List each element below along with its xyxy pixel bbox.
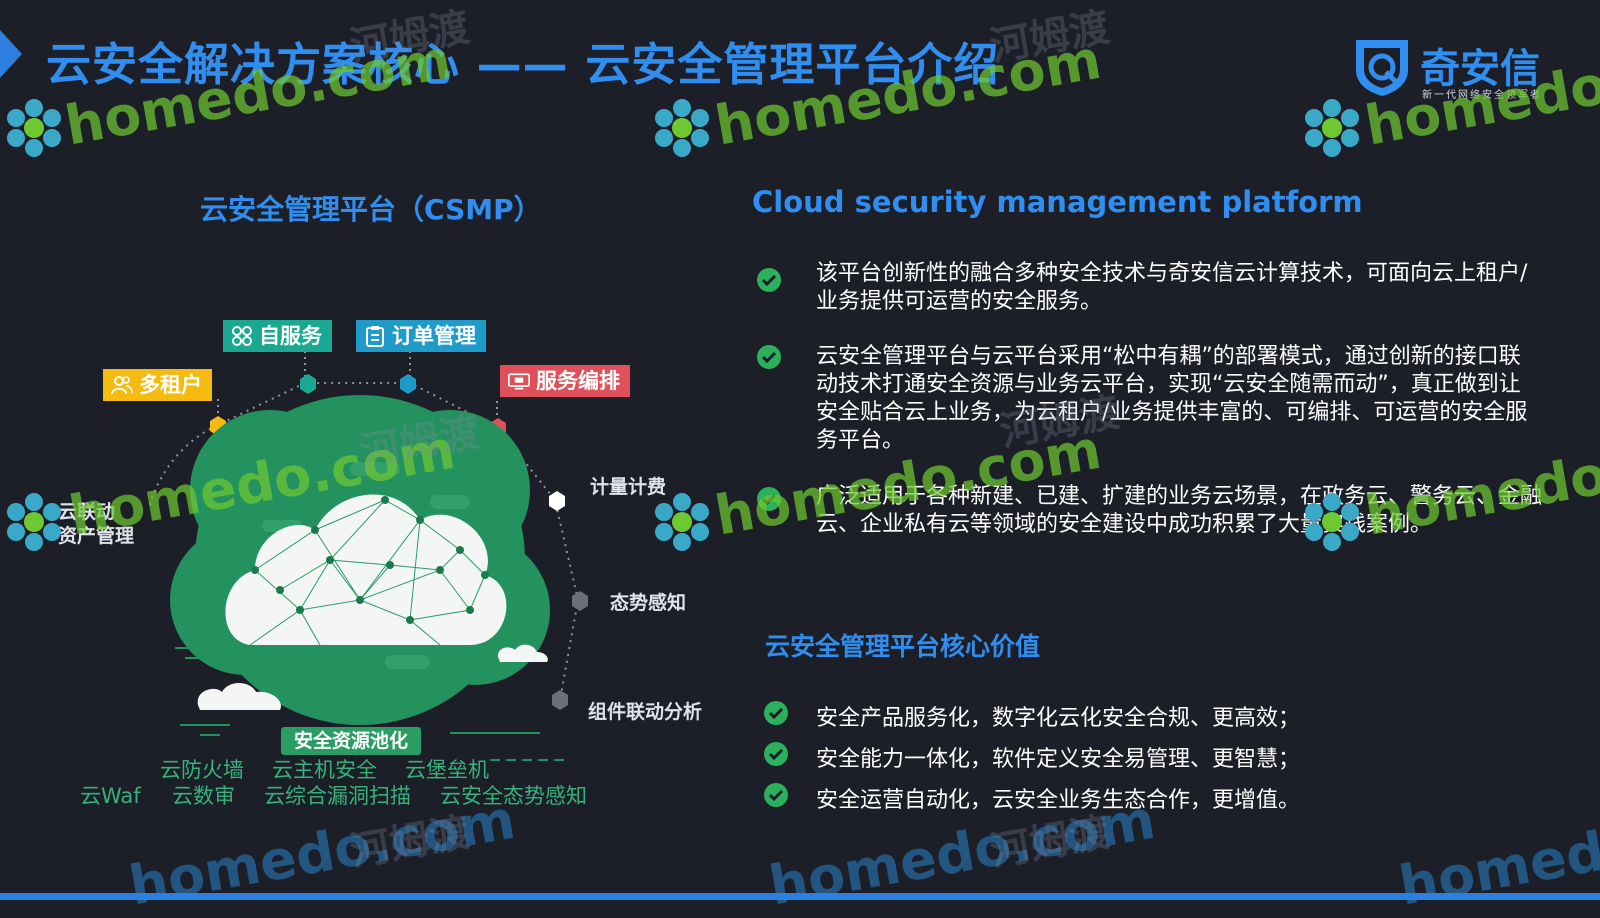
flower-icon — [1305, 493, 1359, 551]
platform-diagram — [149, 352, 588, 761]
core-value-title: 云安全管理平台核心价值 — [765, 632, 1041, 661]
english-title: Cloud security management platform — [752, 185, 1363, 219]
logo-slogan: 新一代网络安全领军者 — [1422, 90, 1542, 101]
node-order — [400, 374, 416, 394]
tag-tenant: 多租户 — [103, 369, 212, 401]
check-circle-icon — [757, 345, 781, 369]
tag-self-service: 自服务 — [223, 320, 332, 352]
shield-logo-icon — [1356, 40, 1408, 96]
title-arrow-icon — [0, 30, 22, 78]
label-situation: 态势感知 — [610, 592, 687, 614]
check-circle-icon — [757, 487, 781, 511]
csmp-title: 云安全管理平台（CSMP） — [200, 193, 542, 226]
product-vuln-scan: 云综合漏洞扫描 — [264, 784, 411, 808]
product-waf: 云Waf — [80, 784, 141, 808]
check-circle-icon — [757, 268, 781, 292]
core-value-2: 安全能力一体化，软件定义安全易管理、更智慧； — [816, 747, 1301, 772]
product-db-audit: 云数审 — [172, 784, 235, 808]
tag-order-label: 订单管理 — [392, 324, 476, 348]
label-linkage: 组件联动分析 — [588, 701, 703, 723]
label-asset-management: 云联动 资产管理 — [58, 501, 135, 547]
product-cloud-firewall: 云防火墙 — [160, 758, 244, 782]
orbit-path — [149, 382, 580, 701]
flower-icon — [655, 99, 709, 157]
monitor-icon — [508, 373, 530, 390]
bottom-accent-bar — [0, 893, 1600, 900]
user-group-icon — [111, 376, 133, 395]
product-situation-awareness: 云安全态势感知 — [440, 784, 587, 808]
flower-icon — [655, 493, 709, 551]
small-cloud-icon — [497, 644, 548, 662]
flower-icon — [7, 493, 61, 551]
watermark-cn: 河姆渡 — [986, 4, 1113, 71]
check-circle-icon — [764, 783, 788, 807]
paragraph-2: 云安全管理平台与云平台采用“松中有耦”的部署模式，通过创新的接口联动技术打通安全… — [816, 344, 1528, 453]
product-host-security: 云主机安全 — [272, 758, 377, 782]
clipboard-icon — [366, 326, 384, 347]
tag-tenant-label: 多租户 — [139, 373, 202, 397]
flower-icon — [7, 99, 61, 157]
label-billing: 计量计费 — [590, 476, 667, 498]
small-cloud-icon — [197, 683, 281, 710]
grid-icon — [232, 326, 252, 346]
paragraph-3: 广泛适用于各种新建、已建、扩建的业务云场景，在政务云、警务云、金融云、企业私有云… — [816, 484, 1543, 537]
flower-icon — [1305, 99, 1359, 157]
node-billing — [549, 491, 565, 511]
security-resource-pool-label: 安全资源池化 — [281, 727, 421, 755]
check-circle-icon — [764, 701, 788, 725]
logo-name: 奇安信 — [1420, 46, 1540, 92]
page-title: 云安全解决方案核心 —— 云安全管理平台介绍 — [46, 38, 1000, 91]
tag-self-service-label: 自服务 — [259, 324, 322, 348]
product-bastion: 云堡垒机 — [405, 758, 489, 782]
tag-orchestration: 服务编排 — [500, 365, 630, 397]
core-value-1: 安全产品服务化，数字化云化安全合规、更高效； — [816, 706, 1301, 731]
node-self — [300, 374, 316, 394]
core-value-3: 安全运营自动化，云安全业务生态合作，更增值。 — [816, 788, 1301, 813]
company-logo: 奇安信 新一代网络安全领军者 — [1352, 36, 1572, 101]
check-circle-icon — [764, 742, 788, 766]
node-linkage — [552, 690, 568, 710]
paragraph-1: 该平台创新性的融合多种安全技术与奇安信云计算技术，可面向云上租户/业务提供可运营… — [816, 261, 1528, 314]
node-situation — [572, 591, 588, 611]
tag-orchestration-label: 服务编排 — [536, 369, 620, 393]
tag-order: 订单管理 — [356, 320, 486, 352]
